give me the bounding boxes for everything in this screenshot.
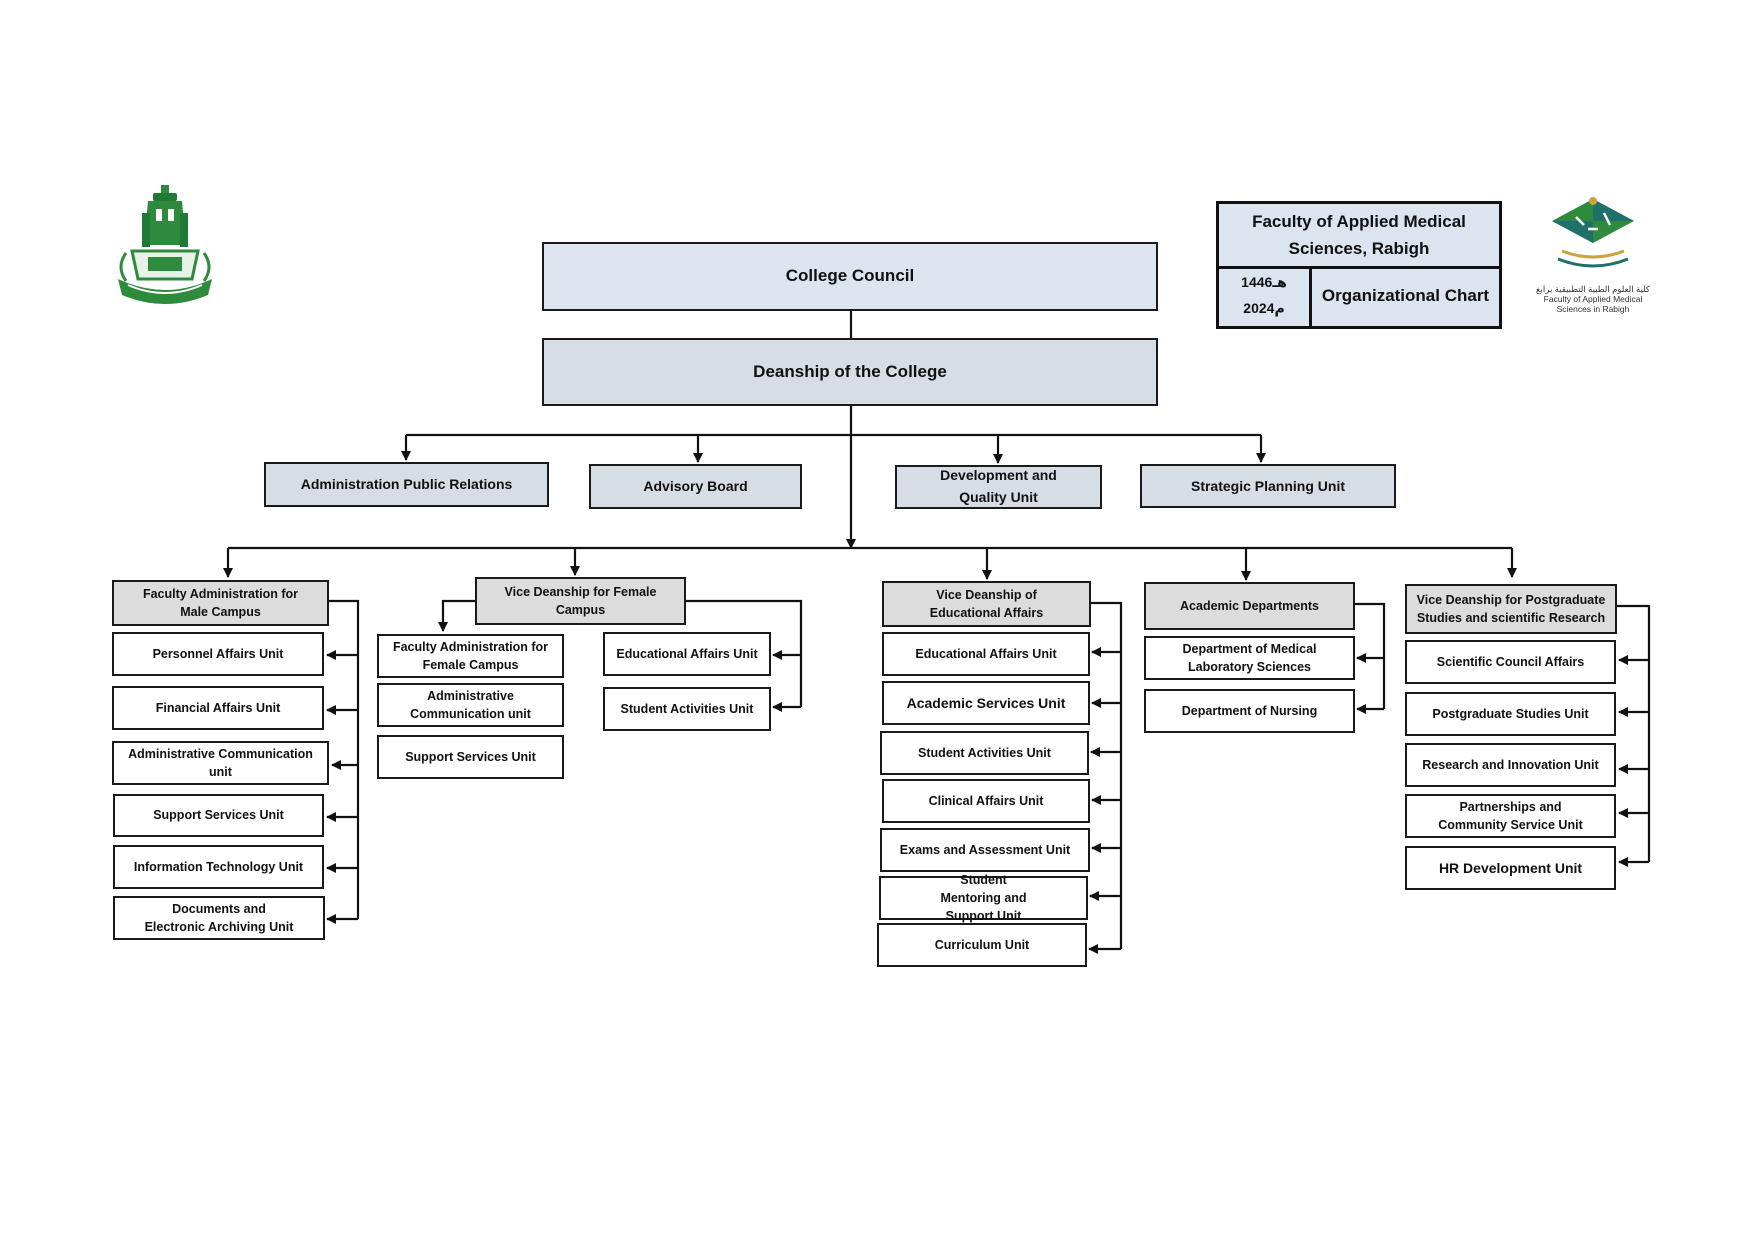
staff-unit-admin-pr: Administration Public Relations xyxy=(264,462,549,507)
dept-medical-laboratory-sciences: Department of Medical Laboratory Science… xyxy=(1144,636,1355,680)
faculty-logo xyxy=(1552,197,1634,268)
faculty-logo-caption: كلية العلوم الطبية التطبيقية برابغ Facul… xyxy=(1520,284,1666,314)
edu-unit-student-activities: Student Activities Unit xyxy=(880,731,1089,775)
branch-head-academic-departments: Academic Departments xyxy=(1144,582,1355,630)
staff-unit-development-quality: Development and Quality Unit xyxy=(895,465,1102,509)
female-unit-student-activities: Student Activities Unit xyxy=(603,687,771,731)
title-block: Faculty of Applied Medical Sciences, Rab… xyxy=(1216,201,1502,329)
edu-unit-clinical-affairs: Clinical Affairs Unit xyxy=(882,779,1090,823)
pg-unit-research-innovation: Research and Innovation Unit xyxy=(1405,743,1616,787)
staff-unit-advisory-board: Advisory Board xyxy=(589,464,802,509)
university-emblem-logo xyxy=(118,185,212,304)
edu-unit-academic-services: Academic Services Unit xyxy=(882,681,1090,725)
gregorian-year: 2024م xyxy=(1243,300,1285,316)
edu-unit-curriculum: Curriculum Unit xyxy=(877,923,1087,967)
branch-head-postgraduate: Vice Deanship for Postgraduate Studies a… xyxy=(1405,584,1617,634)
branch-head-male-campus: Faculty Administration for Male Campus xyxy=(112,580,329,626)
logo-caption-english-1: Faculty of Applied Medical xyxy=(1543,293,1643,304)
dept-nursing: Department of Nursing xyxy=(1144,689,1355,733)
female-unit-educational-affairs: Educational Affairs Unit xyxy=(603,632,771,676)
male-unit-support-services: Support Services Unit xyxy=(113,794,324,837)
male-unit-information-technology: Information Technology Unit xyxy=(113,845,324,889)
male-unit-documents-archiving: Documents and Electronic Archiving Unit xyxy=(113,896,325,940)
branch-head-educational-affairs: Vice Deanship of Educational Affairs xyxy=(882,581,1091,627)
pg-unit-partnerships-community: Partnerships and Community Service Unit xyxy=(1405,794,1616,838)
female-unit-admin-communication: Administrative Communication unit xyxy=(377,683,564,727)
staff-unit-strategic-planning: Strategic Planning Unit xyxy=(1140,464,1396,508)
edu-unit-exams-assessment: Exams and Assessment Unit xyxy=(880,828,1090,872)
college-council-box: College Council xyxy=(542,242,1158,311)
female-unit-faculty-admin: Faculty Administration for Female Campus xyxy=(377,634,564,678)
edu-unit-student-mentoring: Student Mentoring and Support Unit xyxy=(879,873,1088,923)
logo-caption-arabic: كلية العلوم الطبية التطبيقية برابغ xyxy=(1536,284,1650,294)
faculty-name: Faculty of Applied Medical Sciences, Rab… xyxy=(1219,204,1499,269)
branch-head-female-campus: Vice Deanship for Female Campus xyxy=(475,577,686,625)
deanship-box: Deanship of the College xyxy=(542,338,1158,406)
date-cell: 1446هـ 2024م xyxy=(1219,266,1312,326)
male-unit-financial: Financial Affairs Unit xyxy=(112,686,324,730)
logo-caption-english-2: Sciences in Rabigh xyxy=(1556,303,1630,314)
edu-unit-educational-affairs: Educational Affairs Unit xyxy=(882,632,1090,676)
hijri-year: 1446هـ xyxy=(1241,274,1287,291)
male-unit-personnel: Personnel Affairs Unit xyxy=(112,632,324,676)
male-unit-admin-communication: Administrative Communication unit xyxy=(112,741,329,785)
chart-label: Organizational Chart xyxy=(1321,286,1490,305)
pg-unit-postgraduate-studies: Postgraduate Studies Unit xyxy=(1405,692,1616,736)
pg-unit-scientific-council: Scientific Council Affairs xyxy=(1405,640,1616,684)
female-unit-support-services: Support Services Unit xyxy=(377,735,564,779)
pg-unit-hr-development: HR Development Unit xyxy=(1405,846,1616,890)
